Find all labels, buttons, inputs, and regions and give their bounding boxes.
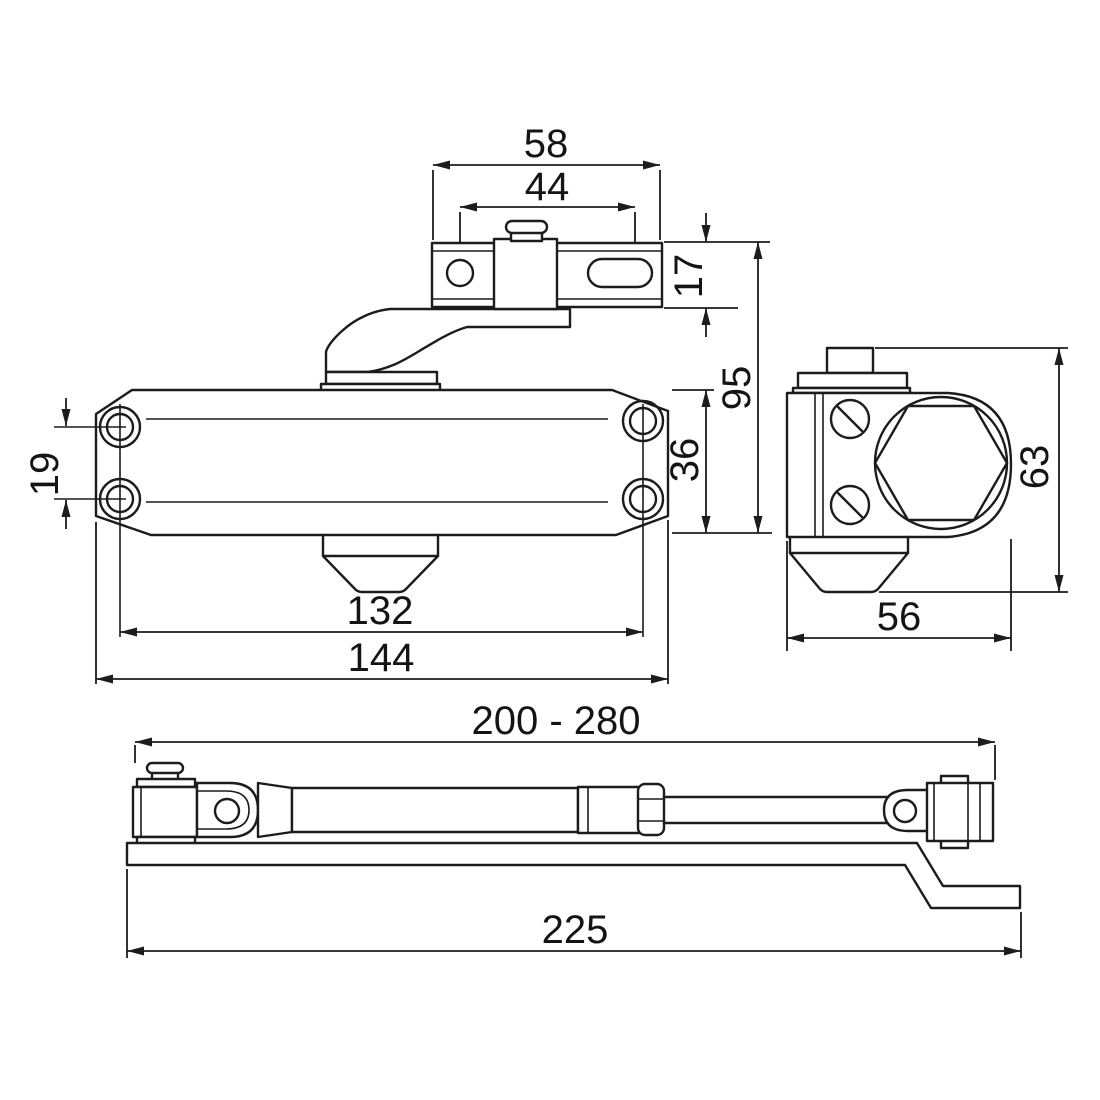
side-top-flange xyxy=(796,371,909,390)
dim-label-225: 225 xyxy=(542,908,609,952)
pinion-side xyxy=(788,535,910,594)
dim-mounting-hole-length: 132 xyxy=(120,589,643,637)
side-view: 63 56 xyxy=(785,346,1068,651)
dim-slide-rail-length: 225 xyxy=(126,869,1022,958)
dim-bracket-height: 17 xyxy=(664,213,770,337)
bracket-round-hole xyxy=(445,258,475,288)
link-arm xyxy=(319,307,572,393)
bracket-center-block xyxy=(492,237,559,311)
slide-rail xyxy=(125,841,1022,910)
arm-right-bracket xyxy=(925,774,995,850)
dim-label-36: 36 xyxy=(663,438,707,483)
dim-label-17: 17 xyxy=(667,254,711,299)
dim-label-132: 132 xyxy=(347,589,414,633)
dim-label-144: 144 xyxy=(348,636,415,680)
dim-arm-length-range: 200 - 280 xyxy=(134,699,996,780)
adjust-pin-cap xyxy=(504,219,549,235)
side-top-knob xyxy=(825,346,875,375)
spindle-hex xyxy=(873,404,1009,522)
bracket-slot-hole xyxy=(586,257,654,289)
dim-body-length: 144 xyxy=(95,520,669,684)
dim-body-height: 36 xyxy=(663,389,772,534)
arm-rod xyxy=(662,795,892,825)
arm-left-shoe xyxy=(131,761,199,846)
front-view: 58 44 17 xyxy=(23,122,772,684)
dim-label-58: 58 xyxy=(524,122,569,166)
pinion-front xyxy=(321,533,440,594)
closer-body xyxy=(54,388,670,637)
arm-clevis-right-hole xyxy=(892,798,918,824)
dim-label-200-280: 200 - 280 xyxy=(471,699,640,743)
arm-clevis-left-hole xyxy=(213,797,241,825)
dim-side-width: 56 xyxy=(786,539,1012,651)
mounting-bracket xyxy=(430,219,664,311)
arm-knob-cap xyxy=(145,761,185,775)
dim-label-19: 19 xyxy=(23,452,67,497)
dim-body-hole-spacing: 19 xyxy=(23,398,71,529)
arm-foot xyxy=(324,370,439,386)
dim-label-44: 44 xyxy=(525,165,570,209)
main-arm xyxy=(195,781,933,839)
side-screws xyxy=(829,398,871,526)
dim-label-63: 63 xyxy=(1013,445,1057,490)
arm-clevis-right xyxy=(882,788,933,833)
arm-view: 200 - 280 xyxy=(125,699,1022,958)
dim-bracket-hole-spacing: 44 xyxy=(459,165,636,287)
arm-bar xyxy=(290,786,580,834)
adjust-hex-nut xyxy=(636,782,666,837)
dim-label-95: 95 xyxy=(715,366,759,411)
dim-label-56: 56 xyxy=(877,595,922,639)
dim-bracket-width: 58 xyxy=(432,122,661,240)
dim-side-height: 63 xyxy=(875,347,1068,593)
dim-overall-height: 95 xyxy=(715,242,763,533)
body-screw-holes xyxy=(98,399,665,521)
side-body xyxy=(785,391,1013,539)
